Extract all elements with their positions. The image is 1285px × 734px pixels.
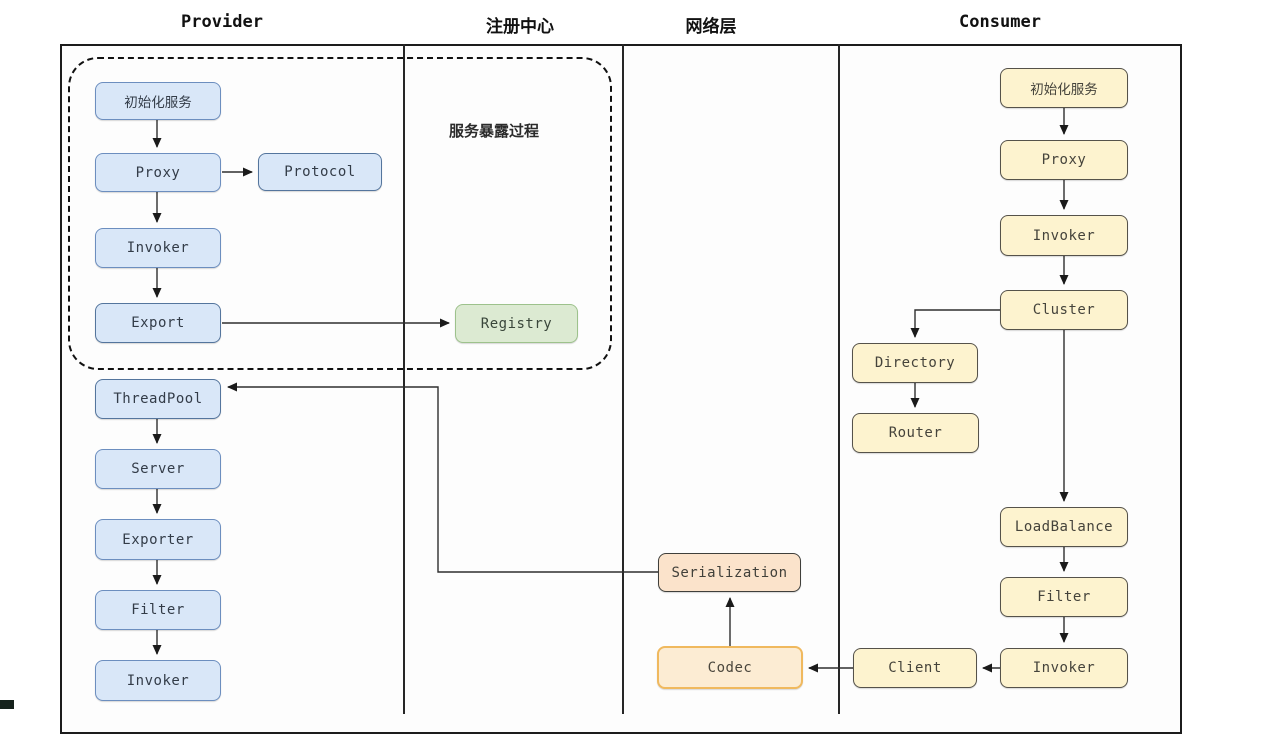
serialization-node: Serialization: [658, 553, 801, 592]
screen-edge-artifact: [0, 700, 14, 709]
column-header-registry: 注册中心: [486, 17, 554, 37]
service-expose-group-outline: [68, 57, 612, 370]
consumer-router-node: Router: [852, 413, 979, 453]
consumer-loadbalance-node: LoadBalance: [1000, 507, 1128, 547]
column-header-provider: Provider: [181, 12, 263, 32]
provider-exporter-node: Exporter: [95, 519, 221, 560]
consumer-client-node: Client: [853, 648, 977, 688]
provider-invoker2-node: Invoker: [95, 660, 221, 701]
provider-export-node: Export: [95, 303, 221, 343]
lane-divider-registry-network: [622, 44, 624, 714]
provider-invoker-node: Invoker: [95, 228, 221, 268]
consumer-init-service-node: 初始化服务: [1000, 68, 1128, 108]
consumer-directory-node: Directory: [852, 343, 978, 383]
consumer-invoker2-node: Invoker: [1000, 648, 1128, 688]
provider-filter-node: Filter: [95, 590, 221, 630]
lane-divider-network-consumer: [838, 44, 840, 714]
registry-node: Registry: [455, 304, 578, 343]
column-header-consumer: Consumer: [959, 12, 1041, 32]
provider-init-service-node: 初始化服务: [95, 82, 221, 120]
lane-divider-provider-registry: [403, 44, 405, 714]
consumer-cluster-node: Cluster: [1000, 290, 1128, 330]
provider-server-node: Server: [95, 449, 221, 489]
consumer-invoker-node: Invoker: [1000, 215, 1128, 256]
provider-protocol-node: Protocol: [258, 153, 382, 191]
consumer-proxy-node: Proxy: [1000, 140, 1128, 180]
column-header-network: 网络层: [685, 17, 737, 37]
provider-proxy-node: Proxy: [95, 153, 221, 192]
service-expose-label: 服务暴露过程: [448, 122, 540, 140]
consumer-filter-node: Filter: [1000, 577, 1128, 617]
provider-threadpool-node: ThreadPool: [95, 379, 221, 419]
codec-node: Codec: [657, 646, 803, 689]
